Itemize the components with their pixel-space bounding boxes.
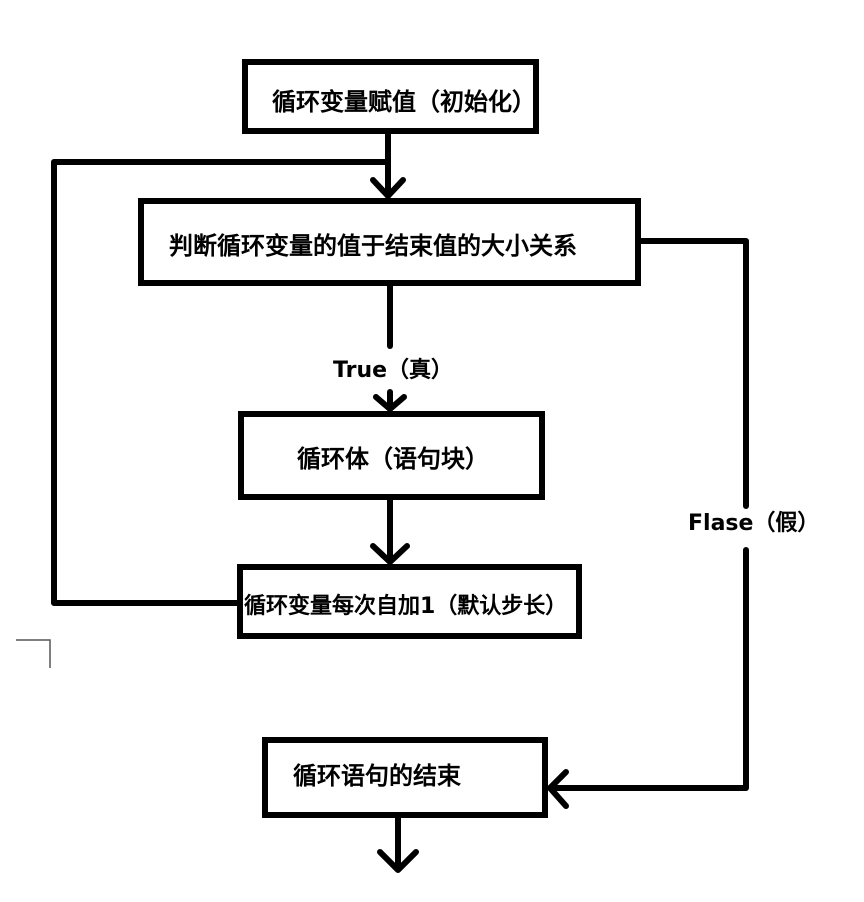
false-branch-label: Flase（假）: [688, 511, 819, 536]
init-box: [242, 59, 539, 134]
end-box: [262, 737, 548, 818]
init-label: 循环变量赋值（初始化）: [272, 88, 536, 116]
body-label: 循环体（语句块）: [297, 445, 489, 473]
false-branch-line-lower: [547, 547, 749, 791]
increment-box: [237, 564, 582, 639]
false-branch-line-upper: [637, 238, 749, 509]
condition-label: 判断循环变量的值于结束值的大小关系: [169, 232, 577, 260]
true-arrowhead: [373, 394, 407, 412]
body-box: [238, 411, 545, 500]
loop-back-line: [51, 159, 391, 606]
true-branch-label: True（真）: [333, 357, 453, 383]
exit-arrowhead: [377, 849, 419, 873]
corner-mark: [16, 639, 51, 668]
false-arrowhead: [547, 769, 569, 809]
init-to-condition-arrowhead: [370, 177, 406, 199]
condition-box: [138, 198, 641, 286]
body-to-increment-arrowhead: [370, 543, 410, 565]
increment-label: 循环变量每次自加1（默认步长）: [244, 593, 567, 619]
end-label: 循环语句的结束: [293, 762, 462, 790]
